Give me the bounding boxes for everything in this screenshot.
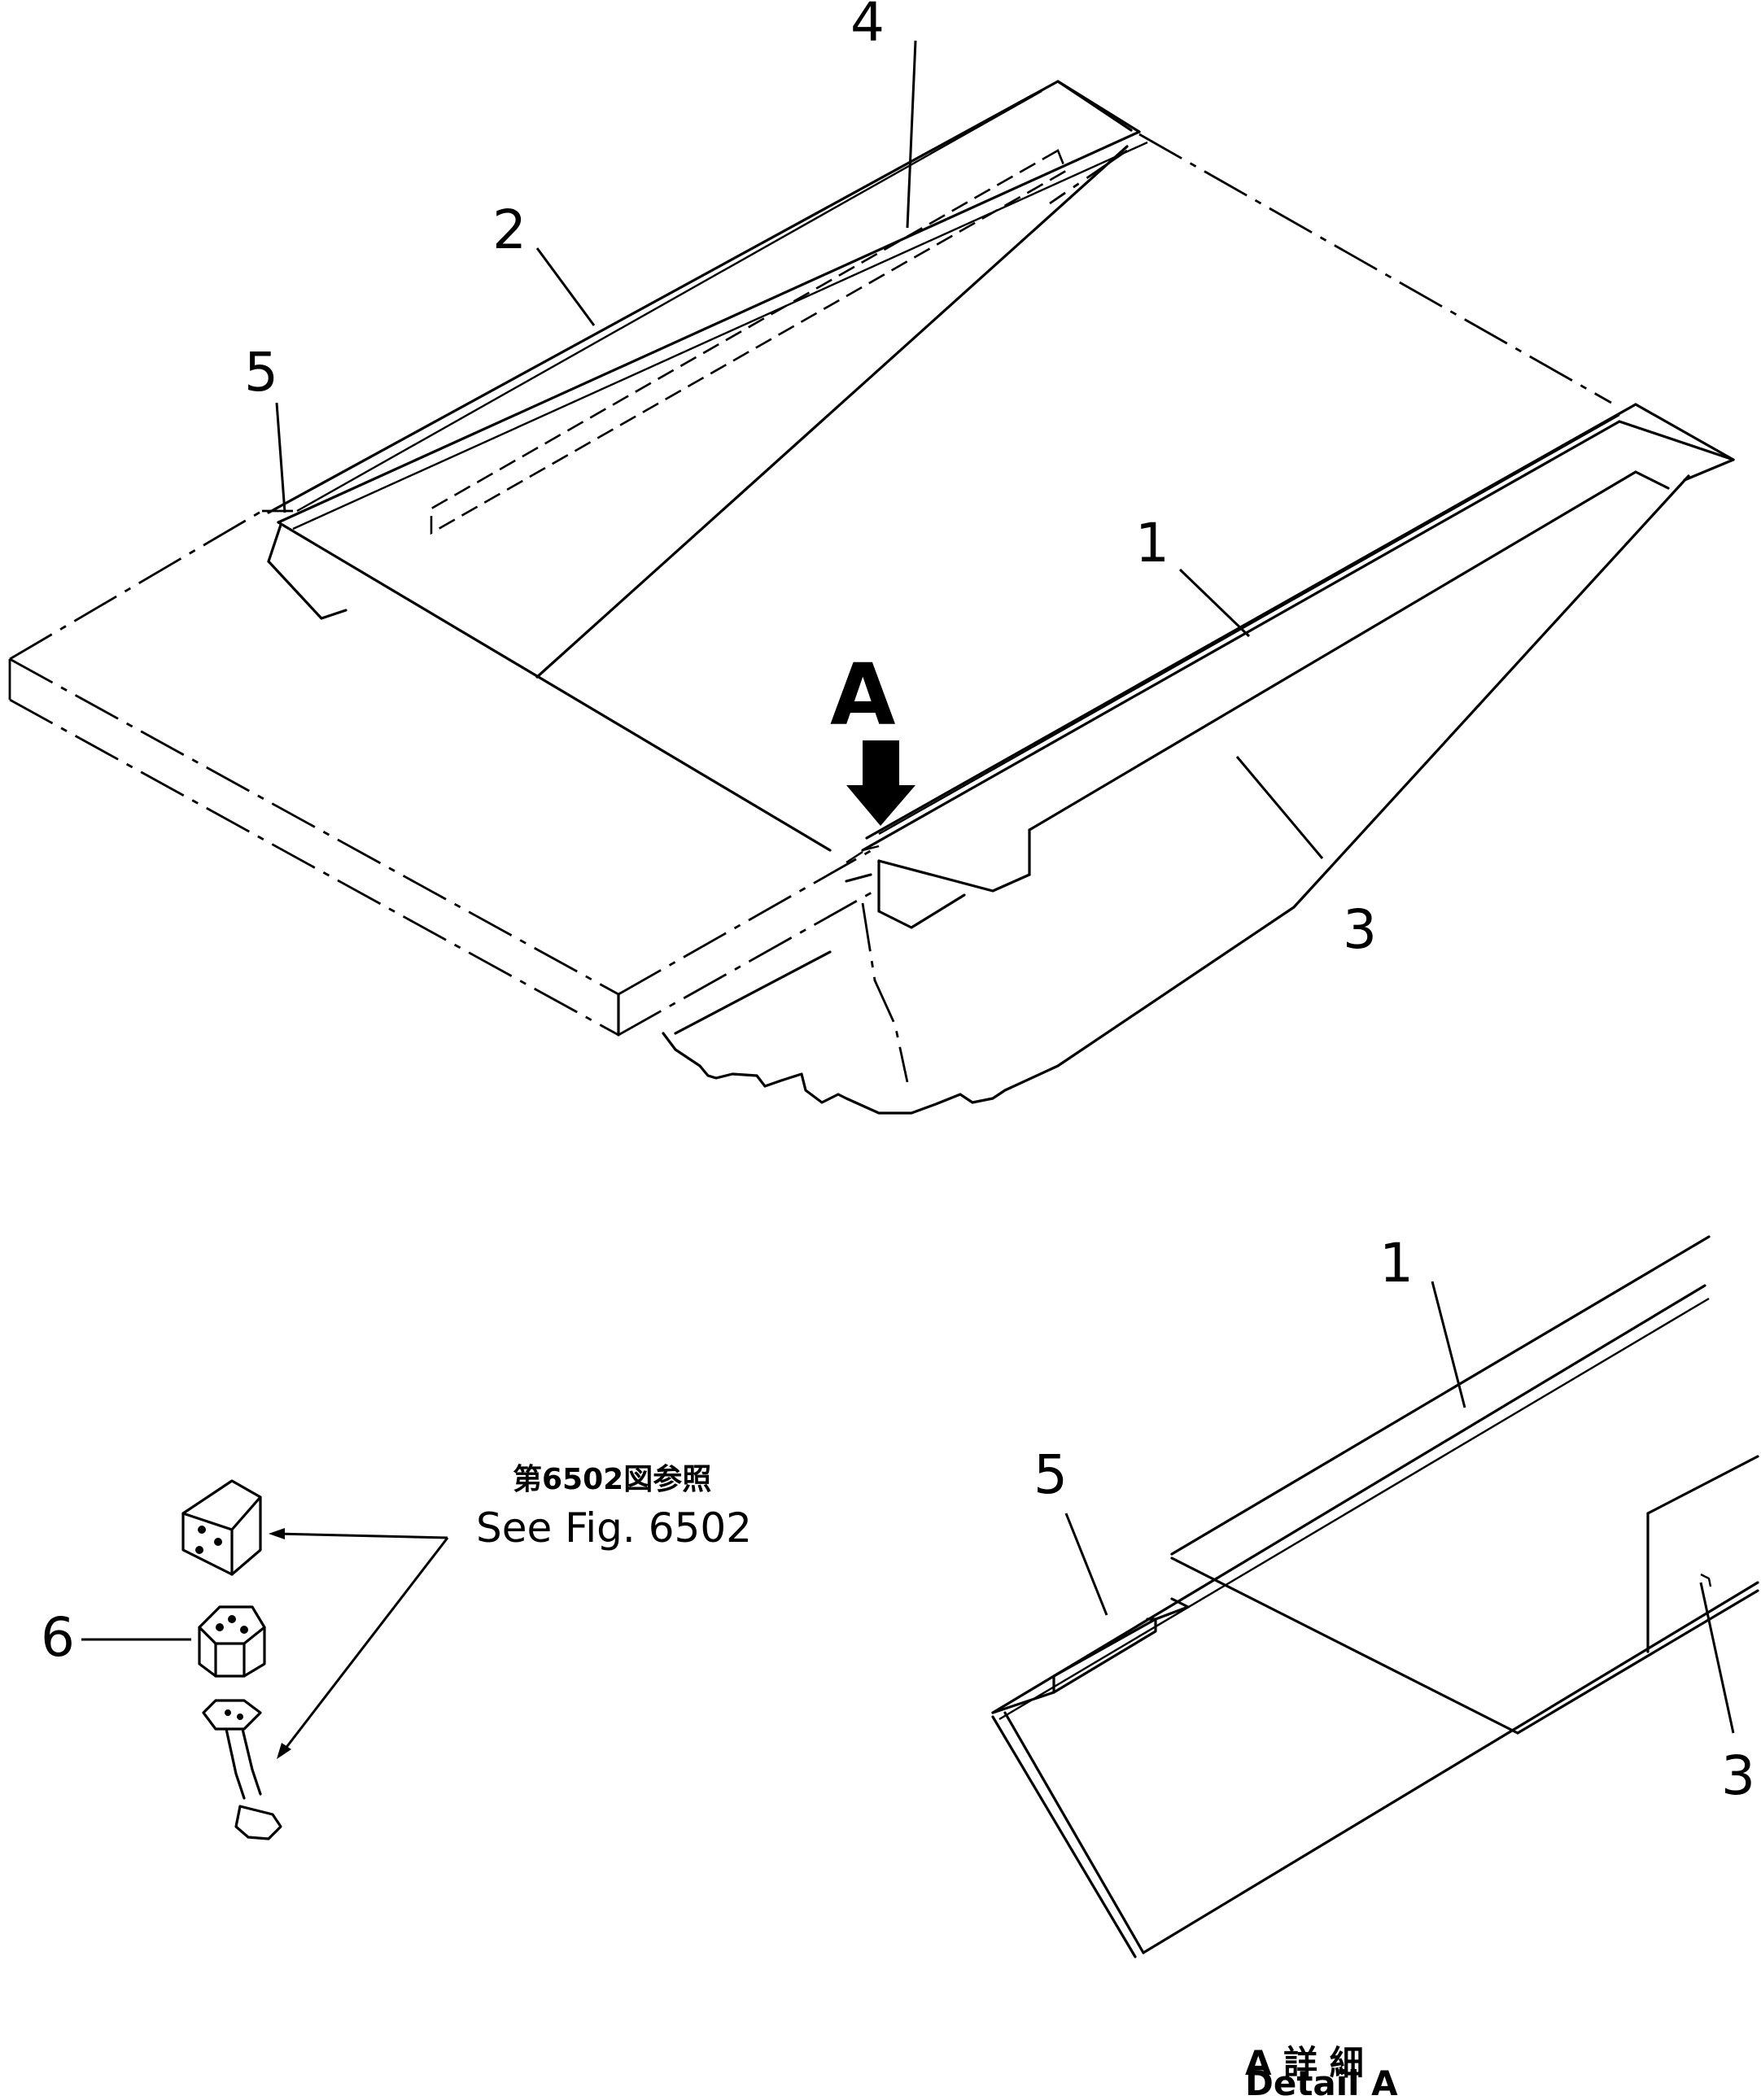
reference-text-jp: 第6502図参照 [513, 1463, 711, 1496]
leader-detail-1 [1431, 1281, 1466, 1408]
detail-callout-3: 3 [1721, 1744, 1755, 1807]
detail-caption-en: Detail A [1245, 2063, 1398, 2100]
construction-line [1049, 149, 1128, 205]
detail-callout-5: 5 [1033, 1443, 1068, 1506]
edge-detail [846, 850, 863, 864]
detail-a-view: 1 5 3 A 詳 細 Detail A [991, 1232, 1759, 2100]
leader-5 [275, 402, 286, 513]
leader-2 [535, 247, 596, 326]
callout-6: 6 [41, 1606, 75, 1669]
detail-caption-jp: A 詳 細 [1245, 2043, 1364, 2083]
view-label-a: A [830, 645, 896, 744]
rail-part-2 [267, 149, 1068, 620]
reference-text-en: See Fig. 6502 [476, 1504, 752, 1552]
ref-leader-block [276, 1532, 448, 1539]
leader-detail-5 [1064, 1513, 1108, 1616]
ref-leader-connector [283, 1537, 449, 1750]
callout-4: 4 [850, 0, 885, 54]
part-6-group: 6 第6502図参照 See Fig. 6502 [41, 1463, 752, 1840]
view-arrow-a: A [830, 645, 915, 826]
callout-3: 3 [1343, 898, 1377, 961]
leader-1 [1178, 568, 1251, 638]
floor-mat-phantom [8, 509, 880, 1037]
connector-harness [202, 1699, 282, 1840]
floor-plate [267, 80, 1735, 852]
leader-4 [906, 40, 917, 229]
leader-3 [1235, 756, 1324, 859]
detail-callout-1: 1 [1379, 1232, 1414, 1294]
arrow-left-icon [269, 1528, 285, 1539]
main-assembly: A 4 2 5 1 3 [8, 0, 1735, 1115]
edge-detail [862, 845, 880, 852]
construction-line [535, 145, 1129, 679]
callout-1: 1 [1135, 512, 1169, 574]
callout-2: 2 [492, 199, 527, 261]
underside-body [662, 474, 1690, 1115]
callout-5: 5 [244, 341, 278, 404]
cover-part-3 [845, 470, 1670, 929]
leader-detail-3 [1699, 1582, 1735, 1734]
reference-block [181, 1479, 262, 1576]
arrow-down-icon [846, 740, 915, 826]
hex-part-6 [198, 1605, 266, 1678]
arrow-down-left-icon [277, 1743, 291, 1759]
